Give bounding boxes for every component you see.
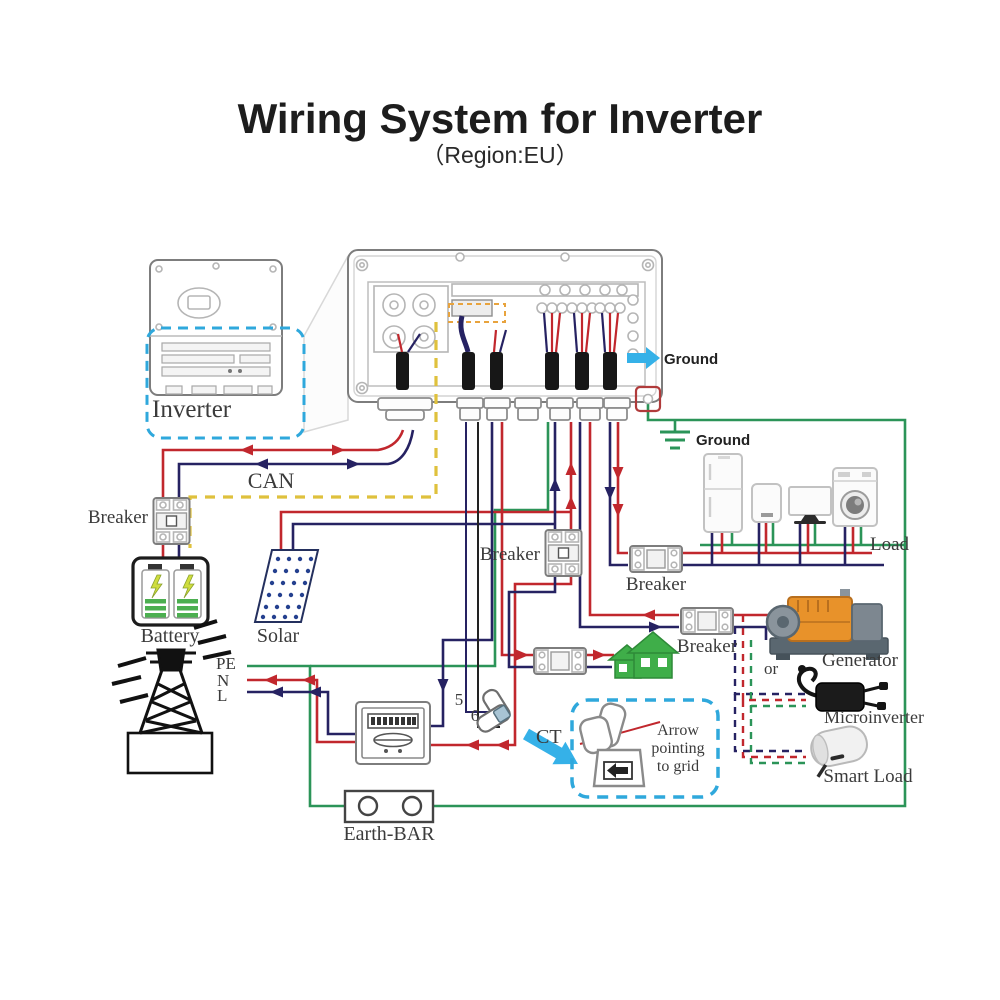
solar-panel-icon bbox=[253, 549, 320, 623]
ct-wire-5-label: 5 bbox=[455, 690, 464, 709]
neutral-flow-arrows bbox=[255, 458, 662, 698]
generator-breaker-label: Breaker bbox=[677, 636, 738, 657]
page-title: Wiring System for Inverter bbox=[238, 95, 763, 142]
ground-screw bbox=[642, 393, 654, 405]
earth-ground-symbol bbox=[660, 430, 690, 450]
smart-load-icon bbox=[810, 725, 868, 778]
earth-wires bbox=[247, 404, 907, 808]
battery-breaker-label: Breaker bbox=[88, 507, 149, 528]
monitor-icon bbox=[788, 486, 832, 524]
earth-bar-label: Earth-BAR bbox=[343, 823, 435, 845]
load-breaker bbox=[629, 545, 683, 573]
pe-label: PE bbox=[216, 654, 236, 673]
generator-icon bbox=[765, 589, 889, 660]
washing-machine-icon bbox=[832, 467, 878, 527]
inverter-terminal-panel bbox=[347, 249, 663, 421]
load-label: Load bbox=[870, 534, 910, 555]
n-label: N bbox=[217, 671, 229, 690]
ct-note-line1: Arrow bbox=[657, 722, 699, 739]
pv-breaker-label: Breaker bbox=[480, 544, 541, 565]
grid-tower-icon bbox=[111, 619, 232, 775]
ct-callout-arrow bbox=[523, 728, 578, 765]
pv-breaker bbox=[544, 529, 583, 577]
page-subtitle: （Region:EU） bbox=[421, 142, 578, 168]
ct-wire-6-label: 6 bbox=[471, 706, 480, 725]
solar-label: Solar bbox=[257, 625, 300, 647]
zoom-callout-shape bbox=[303, 255, 349, 433]
microinverter-label: Microinverter bbox=[824, 707, 924, 727]
alt-earth-dashed-wires bbox=[749, 640, 806, 765]
load-breaker-label: Breaker bbox=[626, 574, 687, 595]
smart-load-label: Smart Load bbox=[823, 766, 913, 787]
load-appliances bbox=[703, 453, 878, 533]
ground-pointer-arrow bbox=[627, 347, 660, 369]
ct-label: CT bbox=[536, 726, 562, 748]
water-heater-icon bbox=[751, 483, 782, 523]
ct-note-line3: to grid bbox=[657, 758, 699, 775]
l-label: L bbox=[217, 686, 227, 705]
can-bus-wire bbox=[188, 322, 438, 548]
ct-clamp-icon bbox=[476, 688, 511, 733]
inverter-label: Inverter bbox=[152, 396, 232, 423]
ground-panel-label: Ground bbox=[664, 351, 718, 368]
generator-label: Generator bbox=[822, 650, 899, 671]
ct-detail-box bbox=[570, 698, 720, 799]
neutral-wires bbox=[177, 422, 884, 753]
fridge-icon bbox=[703, 453, 743, 533]
ground-screw-highlight bbox=[634, 385, 662, 413]
backup-house-icon bbox=[606, 631, 681, 679]
can-label: CAN bbox=[248, 468, 295, 493]
or-label: or bbox=[764, 659, 779, 678]
battery-label: Battery bbox=[141, 625, 200, 647]
ct-secondary-wire bbox=[477, 422, 500, 728]
ct-detail-clamp-icon bbox=[579, 702, 661, 788]
battery-icon bbox=[131, 556, 210, 627]
microinverter-icon bbox=[797, 665, 888, 712]
earth-bar-icon bbox=[343, 789, 435, 824]
battery-breaker bbox=[152, 497, 191, 545]
ground-earth-label: Ground bbox=[696, 432, 750, 449]
inverter-zoom-highlight-box bbox=[145, 326, 306, 440]
backup-load-breaker bbox=[533, 647, 587, 675]
generator-breaker bbox=[680, 607, 734, 635]
ct-note-line2: pointing bbox=[651, 740, 704, 757]
energy-meter-icon bbox=[355, 701, 431, 765]
